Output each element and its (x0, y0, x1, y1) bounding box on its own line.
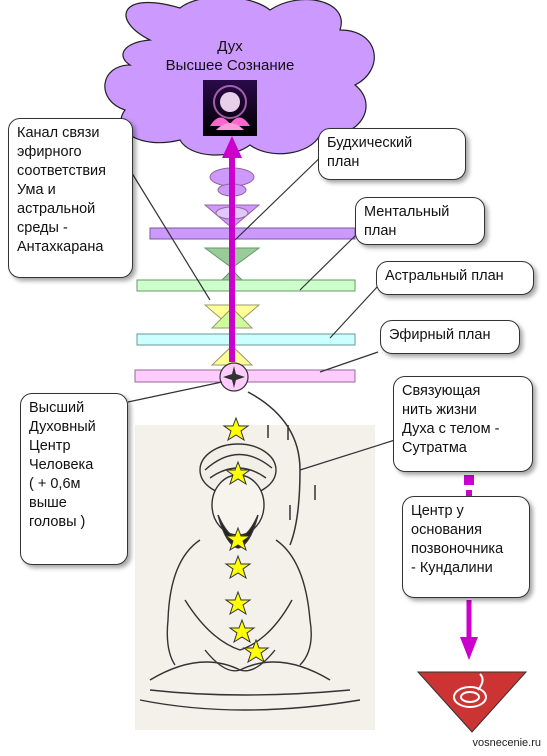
serpent-icon (453, 673, 487, 708)
sutratma-line: Сутратма (402, 440, 467, 456)
lotus-image (203, 80, 257, 136)
kundalini-dash-1 (464, 475, 474, 485)
kundalini-dash-2 (466, 490, 472, 498)
mental-callout: Ментальный план (355, 197, 485, 245)
antahkarana-line: Антахкарана (17, 239, 104, 255)
antahkarana-line: Ума и (17, 182, 56, 198)
sutratma-line: нить жизни (402, 402, 477, 418)
cloud-line-2: Высшее Сознание (165, 57, 295, 74)
antahkarana-line: среды - (17, 220, 68, 236)
higher-center-line: Центр (29, 438, 71, 454)
channel-arrowhead (222, 136, 242, 158)
watermark: vosnecenie.ru (472, 737, 542, 749)
higher-center-circle (219, 362, 249, 392)
buddhic-callout: Будхический план (318, 128, 466, 180)
cloud-line-1: Дух (217, 38, 243, 55)
kundalini-line: - Кундалини (411, 560, 493, 576)
higher-center-line: выше (29, 495, 67, 511)
mental-line: Ментальный (364, 204, 450, 220)
callout-connectors (127, 147, 466, 586)
buddhic-plane-bar (149, 227, 356, 240)
higher-center-line: ( + 0,6м (29, 476, 81, 492)
higher-center-line: Высший (29, 400, 85, 416)
sutratma-line: Связующая (402, 383, 481, 399)
kundalini-line: Центр у (411, 503, 464, 519)
antahkarana-line: астральной (17, 201, 96, 217)
etheric-line: Эфирный план (389, 327, 491, 343)
higher-center-callout: Высший Духовный Центр Человека ( + 0,6м … (20, 393, 128, 565)
sutratma-callout: Связующая нить жизни Духа с телом - Сутр… (393, 376, 533, 472)
buddhic-line: Будхический (327, 135, 413, 151)
antahkarana-line: Канал связи (17, 125, 100, 141)
mental-line: план (364, 223, 397, 239)
etheric-callout: Эфирный план (380, 320, 520, 354)
higher-center-line: Человека (29, 457, 94, 473)
astral-line: Астральный план (385, 268, 504, 284)
kundalini-line: основания (411, 522, 482, 538)
antahkarana-line: соответствия (17, 163, 107, 179)
kundalini-callout: Центр у основания позвоночника - Кундали… (402, 496, 530, 598)
meditating-figure (135, 425, 375, 730)
chakra-stars (222, 416, 270, 664)
higher-center-line: головы ) (29, 514, 86, 530)
buddhic-line: план (327, 154, 360, 170)
kundalini-arrowhead (460, 637, 478, 660)
higher-center-line: Духовный (29, 419, 96, 435)
cloud-title: Дух Высшее Сознание (120, 37, 340, 75)
astral-plane-bar (136, 333, 356, 346)
kundalini-line: позвоночника (411, 541, 504, 557)
antahkarana-callout: Канал связи эфирного соответствия Ума и … (8, 118, 133, 278)
antahkarana-line: эфирного (17, 144, 82, 160)
sutratma-line: Духа с телом - (402, 421, 500, 437)
mental-plane-bar (136, 279, 356, 292)
astral-callout: Астральный план (376, 261, 534, 295)
